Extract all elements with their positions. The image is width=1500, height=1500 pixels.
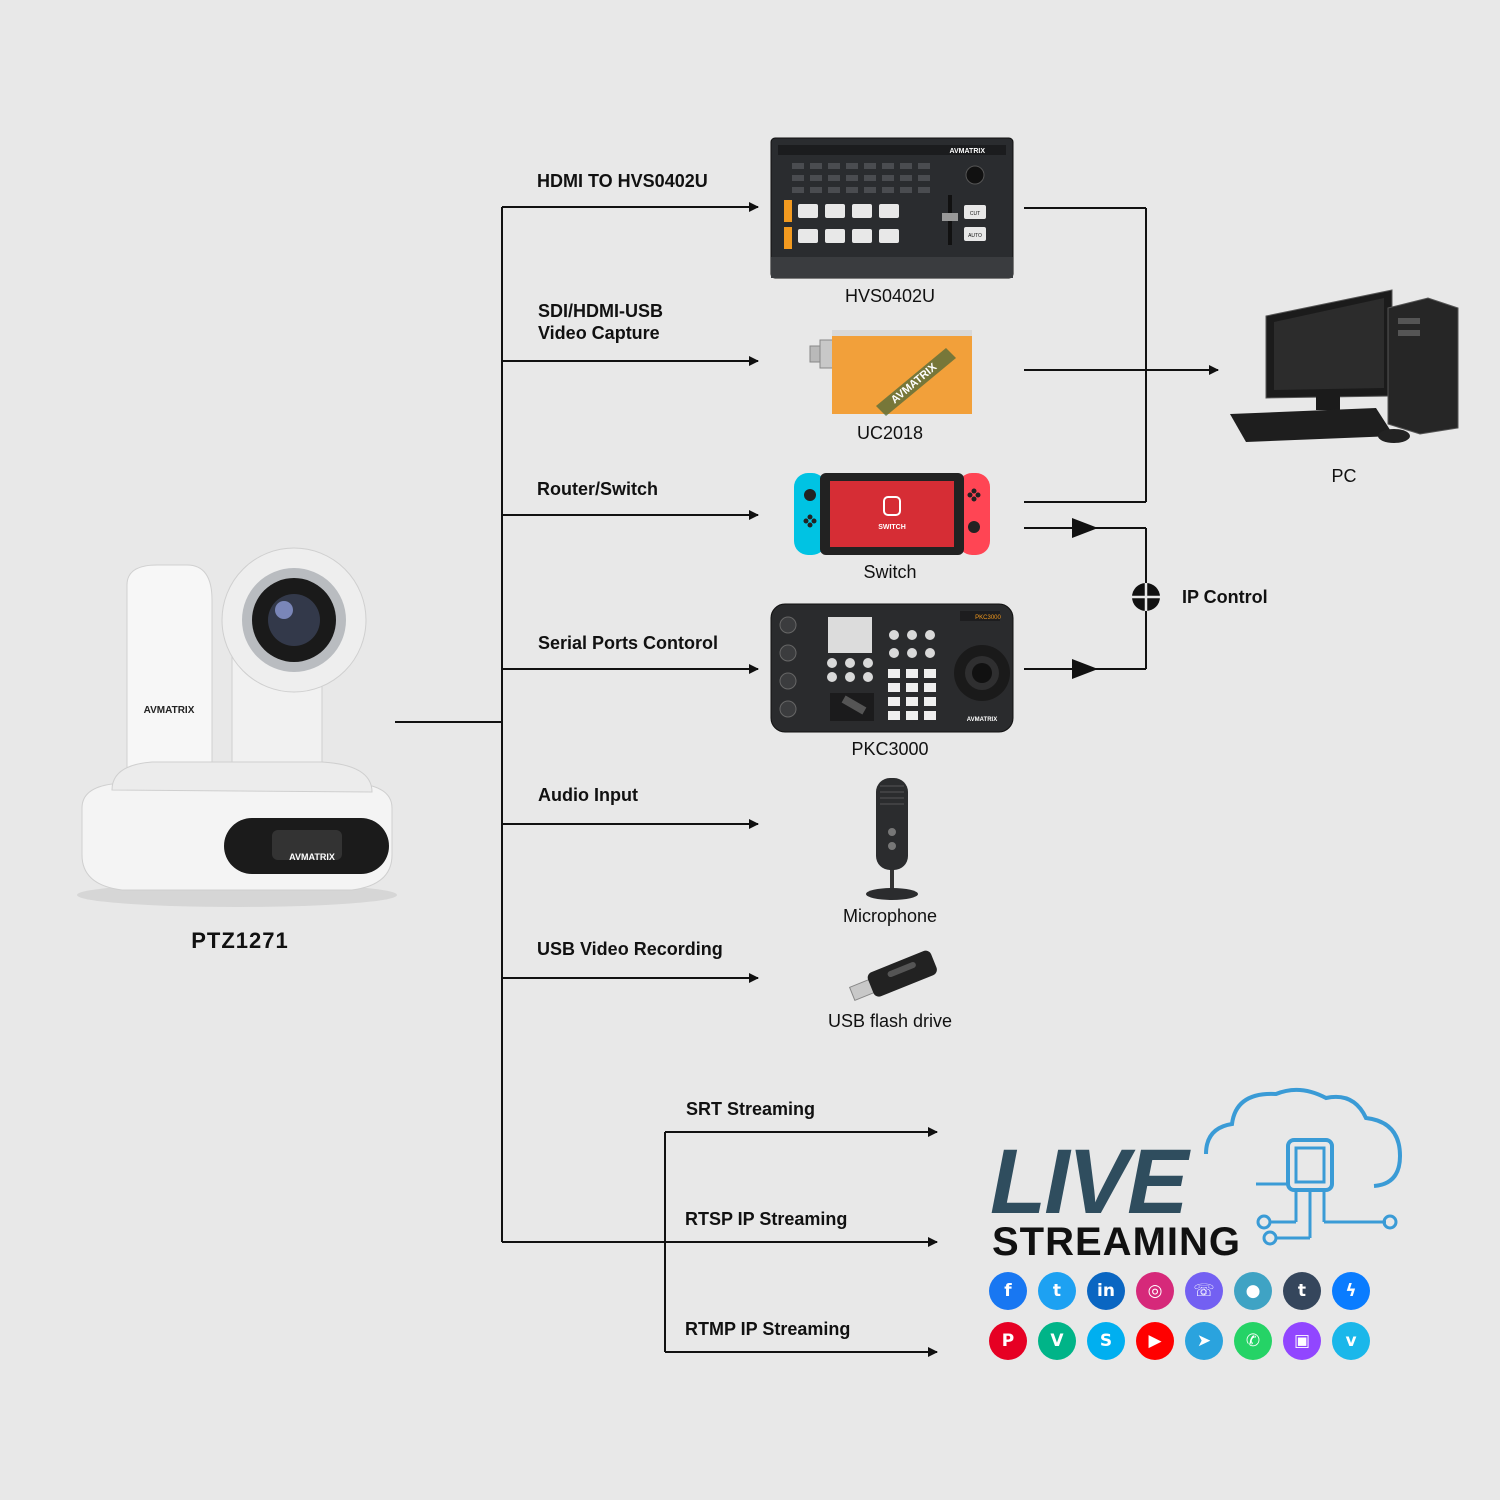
camera-body-logo: AVMATRIX <box>144 705 195 716</box>
caption-pkc3000: PKC3000 <box>851 739 929 759</box>
caption-microphone: Microphone <box>842 906 938 926</box>
viber-icon: ☏ <box>1185 1272 1223 1310</box>
keyboard-brand: AVMATRIX <box>967 717 997 723</box>
label-usb: USB Video Recording <box>537 939 723 959</box>
caption-switch: Switch <box>863 562 917 582</box>
periscope-icon: ● <box>1234 1272 1272 1310</box>
live-word: LIVE <box>990 1131 1188 1233</box>
switcher-cut-button: CUT <box>970 211 980 217</box>
usb-drive-image <box>848 950 937 1002</box>
label-router: Router/Switch <box>537 479 659 499</box>
messenger-icon: ϟ <box>1332 1272 1370 1310</box>
label-rtmp: RTMP IP Streaming <box>685 1319 851 1339</box>
whatsapp-icon: ✆ <box>1234 1322 1272 1360</box>
streaming-word: STREAMING <box>992 1220 1241 1264</box>
camera-brand-badge: AVMATRIX <box>289 852 335 862</box>
vine-icon: V <box>1038 1322 1076 1360</box>
caption-hvs0402u: HVS0402U <box>844 286 936 306</box>
switcher-auto-button: AUTO <box>968 233 982 239</box>
caption-usb-drive: USB flash drive <box>827 1011 953 1031</box>
label-hdmi: HDMI TO HVS0402U <box>537 171 708 191</box>
label-capture-line1: SDI/HDMI-USB <box>538 301 663 321</box>
label-capture-line2: Video Capture <box>538 323 660 343</box>
caption-uc2018: UC2018 <box>856 423 924 443</box>
vimeo-icon: v <box>1332 1322 1370 1360</box>
label-srt: SRT Streaming <box>686 1099 816 1119</box>
label-rtsp: RTSP IP Streaming <box>685 1209 848 1229</box>
facebook-icon: f <box>989 1272 1027 1310</box>
twitter-icon: t <box>1038 1272 1076 1310</box>
switch-screen-text: SWITCH <box>878 524 906 531</box>
cloud-network-icon <box>1204 1087 1403 1246</box>
caption-pc: PC <box>1331 466 1357 486</box>
youtube-icon: ▶ <box>1136 1322 1174 1360</box>
pinterest-icon: P <box>989 1322 1027 1360</box>
telegram-icon: ➤ <box>1185 1322 1223 1360</box>
twitch-icon: ▣ <box>1283 1322 1321 1360</box>
label-serial: Serial Ports Contorol <box>538 633 719 653</box>
hvs0402u-image: AVMATRIX CUT AUTO <box>770 137 1014 279</box>
switch-console-image: SWITCH <box>794 473 990 555</box>
instagram-icon: ◎ <box>1136 1272 1174 1310</box>
pkc3000-image: PKC3000 AVMATRIX <box>770 603 1014 733</box>
label-ip-control: IP Control <box>1182 587 1268 607</box>
switcher-brand: AVMATRIX <box>949 148 985 155</box>
uc2018-image: AVMATRIX <box>809 330 972 416</box>
pc-image <box>1230 289 1459 443</box>
camera-label: PTZ1271 <box>191 928 289 953</box>
skype-icon: S <box>1087 1322 1125 1360</box>
label-audio: Audio Input <box>538 785 638 805</box>
ptz-camera-image: AVMATRIX AVMATRIX <box>77 547 397 907</box>
tumblr-icon: t <box>1283 1272 1321 1310</box>
microphone-image <box>866 778 918 900</box>
keyboard-model-text: PKC3000 <box>975 615 1001 621</box>
linkedin-icon: in <box>1087 1272 1125 1310</box>
